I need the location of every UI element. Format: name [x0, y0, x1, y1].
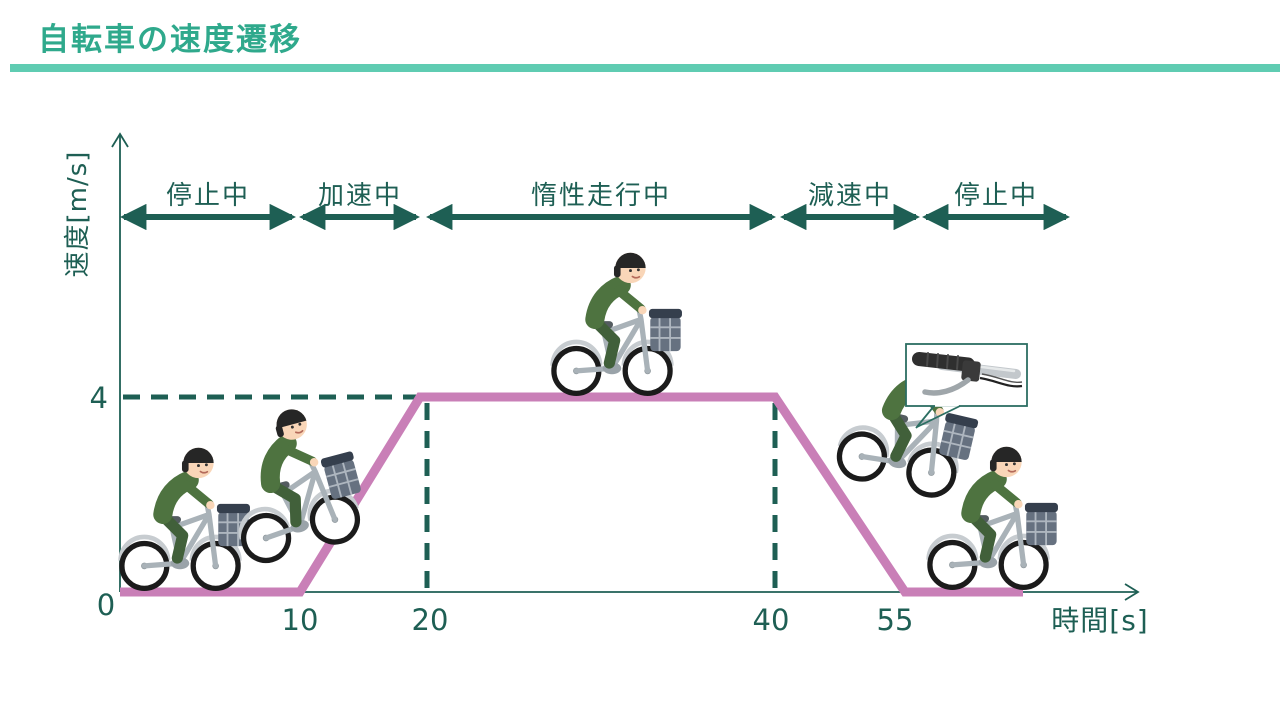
x-axis-label: 時間[s] — [1051, 604, 1148, 637]
title-underline — [10, 64, 1280, 72]
y-tick-label-4: 4 — [90, 381, 108, 415]
phase-label-stopped-2: 停止中 — [954, 181, 1038, 211]
bicycle-rider-stopped-left — [121, 448, 250, 589]
y-axis-label: 速度[m/s] — [63, 151, 93, 278]
x-tick-label-20: 20 — [412, 603, 449, 637]
phase-label-stopped-1: 停止中 — [166, 181, 250, 211]
dashed-guides — [123, 394, 778, 590]
page-title: 自転車の速度遷移 — [38, 22, 302, 58]
speed-curve — [120, 392, 1023, 597]
brake-lever-icon — [912, 352, 1023, 396]
brake-lever-callout — [905, 343, 1028, 429]
phase-label-coasting: 惰性走行中 — [531, 181, 671, 211]
x-axis-arrowhead — [1124, 583, 1140, 601]
x-tick-label-10: 10 — [282, 603, 319, 637]
bicycle-rider-coasting — [553, 253, 682, 394]
x-tick-label-40: 40 — [753, 603, 790, 637]
x-tick-label-55: 55 — [877, 603, 914, 637]
y-axis-arrowhead — [111, 132, 129, 148]
callout-tail — [915, 405, 961, 429]
phase-label-decelerating: 減速中 — [808, 181, 892, 211]
phase-label-accelerating: 加速中 — [318, 181, 402, 211]
origin-tick-label: 0 — [97, 588, 115, 622]
